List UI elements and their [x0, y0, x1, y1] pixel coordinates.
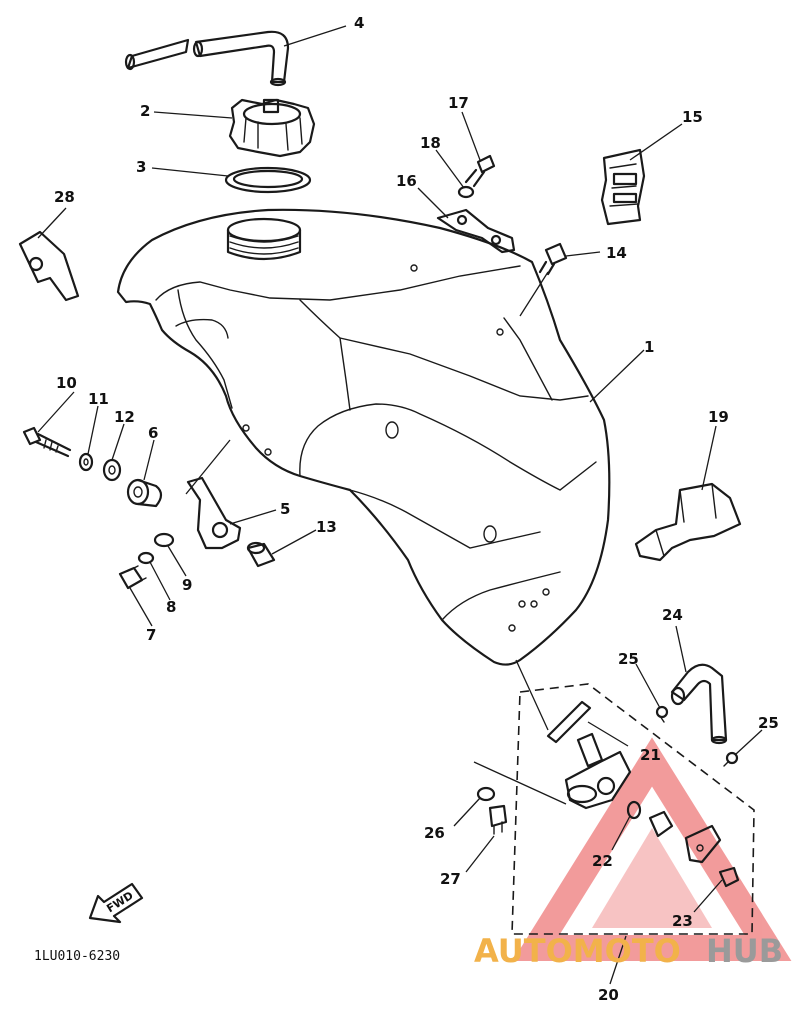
part-17-bolt — [464, 154, 496, 188]
callout-26: 26 — [424, 824, 445, 842]
callout-5: 5 — [280, 500, 290, 518]
callout-28: 28 — [54, 188, 75, 206]
part-9-washer — [153, 532, 175, 548]
forward-direction-arrow: FWD — [88, 882, 144, 924]
watermark-primary-text: AUTOMOTO — [474, 932, 681, 970]
part-10-bolt — [22, 426, 72, 458]
part-11-washer — [78, 452, 94, 472]
watermark-text: AUTOMOTO HUB — [474, 932, 783, 970]
callout-labels: 4 2 3 28 17 18 16 15 14 1 19 10 11 12 6 … — [54, 14, 779, 1004]
part-28-bracket — [18, 230, 80, 302]
leader-lines — [37, 25, 763, 985]
callout-27: 27 — [440, 870, 461, 888]
callout-8: 8 — [166, 598, 176, 616]
part-1-fuel-tank — [116, 208, 611, 666]
part-13-collar — [246, 541, 276, 568]
callout-13: 13 — [316, 518, 337, 536]
callout-25-lower: 25 — [758, 714, 779, 732]
callout-1: 1 — [644, 338, 654, 356]
part-12-washer — [102, 458, 122, 482]
part-14-bolt — [538, 242, 568, 276]
part-25-hose-clip-a — [655, 705, 669, 723]
callout-11: 11 — [88, 390, 109, 408]
part-4-vent-hose — [124, 30, 290, 87]
fuel-cock-valve — [564, 732, 632, 810]
callout-18: 18 — [420, 134, 441, 152]
part-18-washer — [457, 185, 475, 199]
part-5-mount-bracket — [186, 476, 242, 550]
part-27-screw — [488, 804, 508, 835]
part-8-washer — [137, 551, 155, 565]
part-2-fuel-cap — [228, 98, 316, 158]
part-19-clamp — [634, 482, 742, 562]
callout-4: 4 — [354, 14, 364, 32]
fuel-cock-lever — [648, 810, 722, 864]
callout-17: 17 — [448, 94, 469, 112]
part-22-packing — [626, 800, 642, 820]
part-16-bracket — [436, 208, 516, 254]
callout-2: 2 — [140, 102, 150, 120]
part-6-grommet — [126, 478, 163, 508]
part-24-fuel-hose — [670, 663, 728, 745]
callout-23: 23 — [672, 912, 693, 930]
part-26-washer — [476, 786, 496, 802]
watermark-logo — [512, 737, 792, 961]
callout-25-upper: 25 — [618, 650, 639, 668]
part-23-screw — [718, 866, 740, 888]
callout-14: 14 — [606, 244, 627, 262]
part-25-hose-clip-b — [723, 751, 739, 767]
part-7-bolt — [118, 565, 147, 590]
part-21-o-ring — [546, 700, 592, 744]
part-3-cap-gasket — [224, 166, 312, 194]
part-15-rubber-mount — [600, 148, 646, 226]
callout-16: 16 — [396, 172, 417, 190]
callout-6: 6 — [148, 424, 158, 442]
callout-12: 12 — [114, 408, 135, 426]
watermark-secondary-text: HUB — [706, 932, 783, 970]
callout-24: 24 — [662, 606, 683, 624]
callout-20: 20 — [598, 986, 619, 1004]
callout-10: 10 — [56, 374, 77, 392]
callout-19: 19 — [708, 408, 729, 426]
callout-9: 9 — [182, 576, 192, 594]
callout-22: 22 — [592, 852, 613, 870]
callout-3: 3 — [136, 158, 146, 176]
callout-15: 15 — [682, 108, 703, 126]
callout-21: 21 — [640, 746, 661, 764]
callout-7: 7 — [146, 626, 156, 644]
part-20-fuel-cock-assembly-outline — [511, 683, 755, 935]
diagram-code: 1LU010-6230 — [34, 949, 120, 964]
